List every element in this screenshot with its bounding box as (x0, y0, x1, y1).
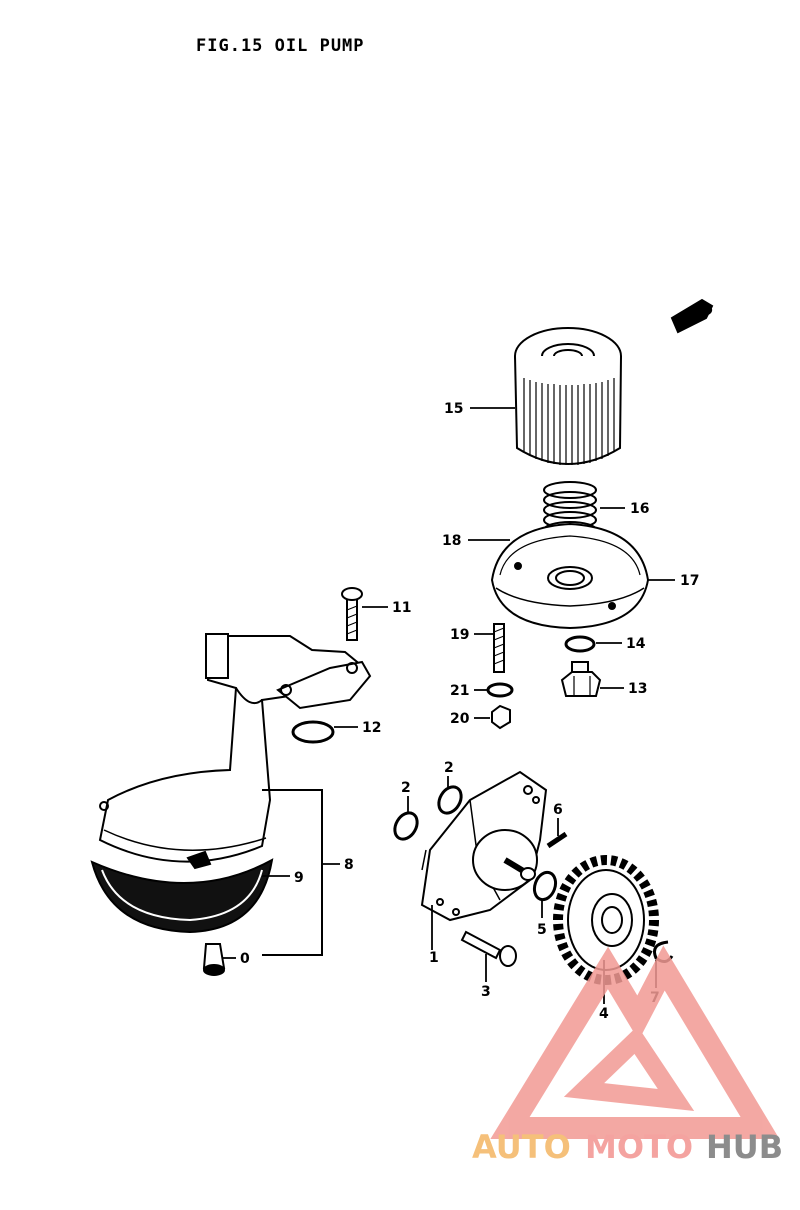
callout-16: 16 (630, 501, 649, 517)
callout-18: 18 (442, 533, 461, 549)
washer-14 (564, 635, 596, 653)
bolt-11 (341, 587, 363, 641)
pin-6 (546, 831, 568, 849)
watermark-moto: MOTO (585, 1128, 693, 1166)
bolt-10 (202, 943, 226, 976)
callout-19: 19 (450, 627, 469, 643)
washer-5 (532, 870, 558, 902)
washer-21 (486, 682, 514, 698)
bolt-3 (460, 930, 517, 967)
figure-title: FIG.15 OIL PUMP (196, 36, 365, 56)
fwd-arrow-icon: FWD (670, 298, 716, 334)
callout-21: 21 (450, 683, 469, 699)
callout-5: 5 (537, 922, 547, 938)
pump-gear (553, 855, 659, 985)
callout-6: 6 (553, 802, 563, 818)
watermark-hub: HUB (706, 1128, 783, 1166)
nut-20 (491, 704, 511, 730)
callout-12: 12 (362, 720, 381, 736)
oil-pump-body (420, 770, 548, 922)
watermark-auto: AUTO (472, 1128, 571, 1166)
bracket-8 (262, 789, 323, 956)
callout-9: 9 (294, 870, 304, 886)
callout-20: 20 (450, 711, 470, 727)
drain-plug-13 (560, 661, 602, 697)
callout-14: 14 (626, 636, 646, 652)
callout-10: 0 (240, 951, 250, 967)
automotohub-logo (490, 945, 780, 1139)
callout-1: 1 (429, 950, 439, 966)
callout-8: 8 (344, 857, 354, 873)
callout-3: 3 (481, 984, 491, 1000)
o-ring-2b (437, 785, 463, 815)
callout-15: 15 (444, 401, 463, 417)
o-ring-2a (393, 811, 419, 841)
callout-4: 4 (599, 1006, 609, 1022)
stud-19 (493, 623, 505, 673)
o-ring-12 (291, 720, 335, 744)
gasket-9 (90, 858, 274, 934)
filter-cap (490, 522, 650, 630)
oil-filter-element (514, 327, 622, 465)
callout-labels: 1 2 2 3 4 5 6 7 8 9 0 11 12 13 14 15 16 … (240, 401, 699, 1022)
callout-2b: 2 (444, 760, 454, 776)
callout-17: 17 (680, 573, 699, 589)
oil-strainer (98, 633, 372, 870)
callout-13: 13 (628, 681, 647, 697)
callout-11: 11 (392, 600, 411, 616)
callout-2a: 2 (401, 780, 411, 796)
